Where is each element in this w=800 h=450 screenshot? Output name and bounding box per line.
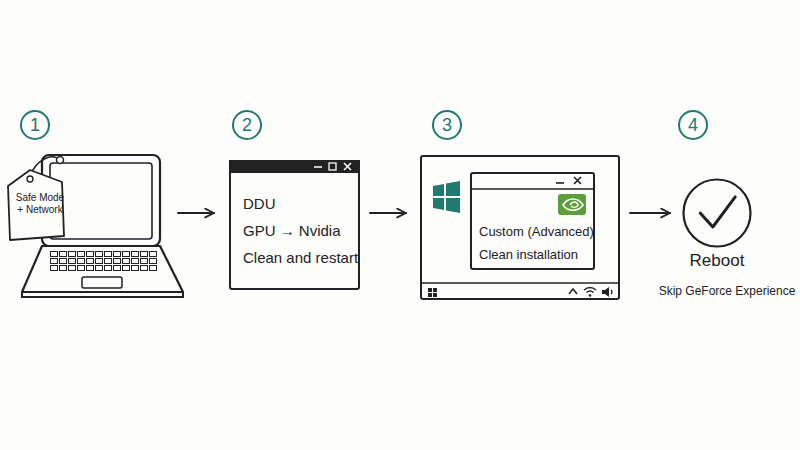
circle-outline <box>684 180 751 247</box>
done-circle: RebootSkip GeForce Experience <box>682 178 752 248</box>
check-mark <box>700 197 735 227</box>
desktop-window: Custom (Advanced) Clean installation <box>420 155 620 300</box>
speaker-icon <box>602 287 609 297</box>
laptop-base <box>22 246 183 292</box>
flow-arrow <box>178 212 214 214</box>
step-number: 4 <box>678 110 708 140</box>
ddu-window: DDU GPU → NvidiaClean and restart <box>229 160 360 290</box>
laptop-base-edge <box>22 292 183 297</box>
tag-hole <box>27 176 33 182</box>
nvidia-eye <box>563 199 583 210</box>
speaker-wave <box>611 290 612 294</box>
step-number: 3 <box>432 110 462 140</box>
step-title: Reboot <box>652 251 782 271</box>
tag-ring <box>57 157 64 164</box>
window-text: Clean and restart <box>243 249 360 267</box>
installer-option: Custom (Advanced) <box>479 224 594 240</box>
installer-window: Custom (Advanced) Clean installation <box>470 172 595 270</box>
close-icon <box>574 177 581 184</box>
flow-arrow <box>370 212 406 214</box>
windows-logo <box>433 181 460 213</box>
taskbar-line <box>420 282 620 284</box>
installer-option: Clean installation <box>479 247 594 263</box>
laptop-node: Safe Mode + Network <box>8 148 182 300</box>
step-note: Skip GeForce Experience <box>642 284 800 298</box>
nvidia-logo <box>558 194 586 215</box>
laptop-keyboard <box>50 251 158 272</box>
flow-arrow <box>630 212 670 214</box>
window-text: GPU → Nvidia <box>243 222 360 240</box>
close-icon <box>344 163 351 170</box>
laptop-trackpad <box>82 277 122 288</box>
tray-caret <box>569 289 577 294</box>
start-button <box>428 288 437 297</box>
step-number: 2 <box>232 110 262 140</box>
minimize-icon <box>314 166 322 168</box>
circle-outline-layer <box>682 178 752 248</box>
minimize-icon <box>556 182 564 184</box>
nvidia-eye-swirl <box>570 202 578 207</box>
installer-title-line <box>470 188 595 190</box>
laptop-display <box>50 163 152 239</box>
step-number: 1 <box>20 110 50 140</box>
tag-text: Safe Mode + Network <box>12 192 68 216</box>
wifi-dot <box>589 294 592 297</box>
maximize-icon <box>329 163 336 170</box>
wifi-icon <box>584 288 596 293</box>
window-text: DDU <box>243 195 360 213</box>
